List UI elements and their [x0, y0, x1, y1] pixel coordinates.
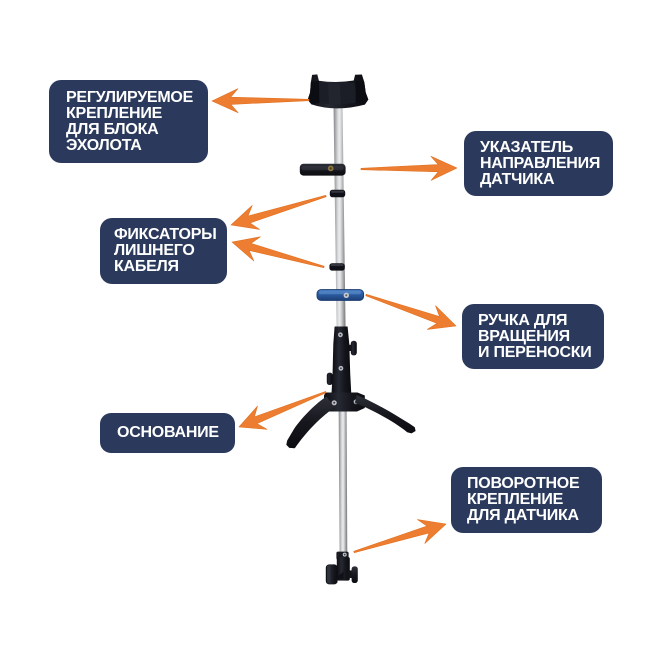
callout-arrows [211, 88, 458, 553]
label-swivel-transducer-mount: ПОВОРОТНОЕ КРЕПЛЕНИЕ ДЛЯ ДАТЧИКА [451, 467, 602, 533]
label-line: ДЛЯ БЛОКА [66, 120, 159, 138]
label-line: ДЛЯ ДАТЧИКА [467, 507, 579, 524]
upper-knob [350, 340, 357, 356]
pole-lower [338, 400, 348, 559]
lower-knob [326, 372, 333, 385]
tripod-base [286, 392, 416, 449]
cable-clip-lower [329, 263, 345, 271]
label-adjustable-sounder-mount: РЕГУЛИРУЕМОЕ КРЕПЛЕНИЕ ДЛЯ БЛОКА ЭХОЛОТА [49, 80, 208, 163]
label-line: НАПРАВЛЕНИЯ [480, 154, 601, 172]
label-line: ПОВОРОТНОЕ [467, 475, 580, 492]
label-direction-pointer: УКАЗАТЕЛЬ НАПРАВЛЕНИЯ ДАТЧИКА [464, 131, 613, 196]
label-line: ДАТЧИКА [480, 170, 555, 188]
tripod-leg-right [355, 395, 416, 434]
rotation-handle-bar [316, 289, 365, 301]
label-line: ЭХОЛОТА [66, 136, 142, 154]
arrow-to-base [238, 391, 327, 430]
label-line: УКАЗАТЕЛЬ [480, 138, 573, 156]
transducer-pole-product [286, 74, 416, 585]
label-base: ОСНОВАНИЕ [100, 413, 235, 453]
label-cable-clips: ФИКСАТОРЫ ЛИШНЕГО КАБЕЛЯ [100, 218, 227, 284]
label-line: ЛИШНЕГО [114, 242, 195, 259]
swivel-knob [351, 566, 358, 583]
sounder-bracket [307, 74, 369, 109]
label-line: ОСНОВАНИЕ [117, 424, 219, 441]
arrow-to-swivel-mount [353, 519, 447, 553]
label-line: ФИКСАТОРЫ [114, 226, 217, 243]
direction-pointer-bar [299, 163, 346, 176]
arrow-to-cable-clips-upper [230, 195, 327, 230]
label-line: КРЕПЛЕНИЕ [66, 104, 162, 122]
cable-clip-upper [329, 189, 346, 198]
pole-upper [333, 104, 346, 330]
tripod-column [326, 326, 357, 393]
swivel-mount-assembly [325, 551, 358, 585]
arrow-to-cable-clips-lower [231, 236, 325, 268]
arrow-to-adjustable-mount [211, 88, 310, 113]
arrow-to-direction-pointer [360, 156, 458, 181]
label-line: И ПЕРЕНОСКИ [478, 343, 592, 361]
tripod-leg-left [286, 396, 335, 449]
label-rotation-handle: РУЧКА ДЛЯ ВРАЩЕНИЯ И ПЕРЕНОСКИ [462, 304, 604, 369]
label-line: РЕГУЛИРУЕМОЕ [66, 88, 194, 106]
label-line: РУЧКА ДЛЯ [478, 311, 568, 329]
label-line: КАБЕЛЯ [114, 258, 179, 275]
arrow-to-rotation-handle [365, 294, 457, 330]
label-line: ВРАЩЕНИЯ [478, 327, 570, 345]
label-line: КРЕПЛЕНИЕ [467, 491, 563, 508]
